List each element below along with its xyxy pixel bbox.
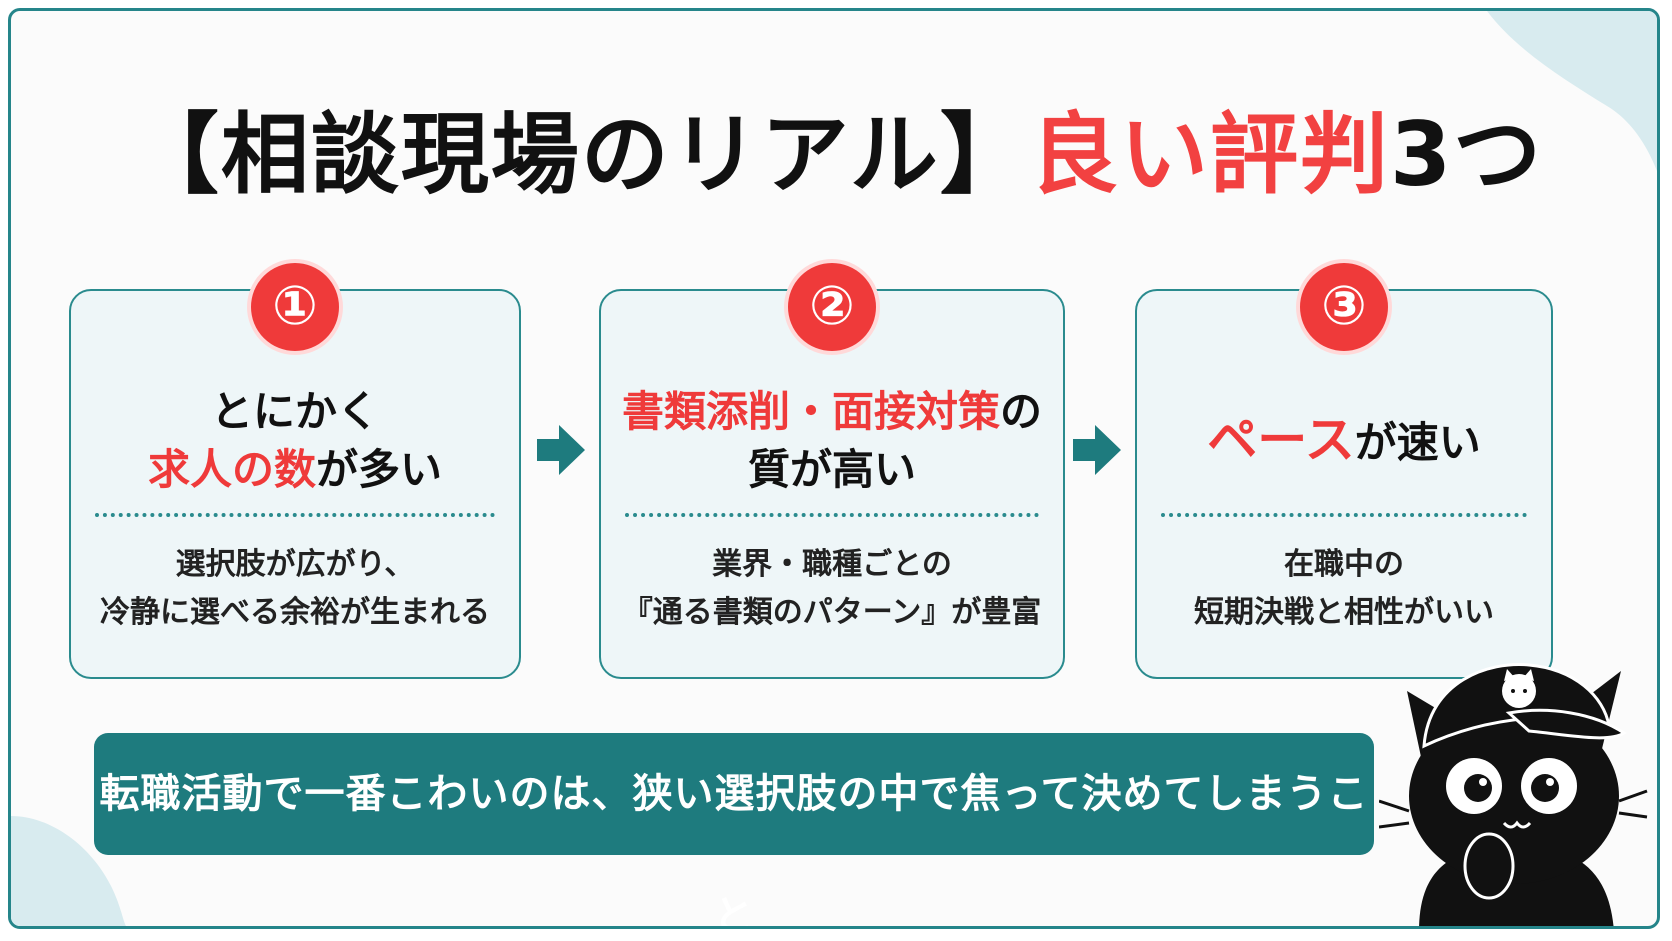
card-1-heading-line1: とにかく (210, 387, 379, 436)
card-2-badge: ② (784, 259, 880, 355)
slide-frame: 【相談現場のリアル】良い評判3つ ① とにかく 求人の数が多い 選択肢が広がり、… (8, 8, 1660, 929)
corner-decoration-bottom-left (11, 816, 126, 926)
arrow-right-icon (1073, 425, 1121, 475)
card-2-divider (625, 513, 1039, 517)
card-2-heading-line2: 質が高い (747, 445, 916, 494)
card-3-heading: ペースが速い (1137, 411, 1551, 472)
card-2: ② 書類添削・面接対策の 質が高い 業界・職種ごとの 『通る書類のパターン』が豊… (599, 259, 1065, 679)
card-1-badge: ① (247, 259, 343, 355)
card-2-description: 業界・職種ごとの 『通る書類のパターン』が豊富 (601, 541, 1063, 637)
title-suffix: 3つ (1389, 103, 1544, 206)
card-3-description: 在職中の 短期決戦と相性がいい (1137, 541, 1551, 637)
card-1-divider (95, 513, 495, 517)
card-3-heading-highlight: ペース (1207, 411, 1355, 469)
card-1-heading: とにかく 求人の数が多い (71, 383, 519, 499)
card-3-description-line1: 在職中の (1284, 547, 1404, 582)
message-banner: 転職活動で一番こわいのは、狭い選択肢の中で焦って決めてしまうこと (94, 733, 1374, 926)
card-1: ① とにかく 求人の数が多い 選択肢が広がり、 冷静に選べる余裕が生まれる (69, 259, 521, 679)
card-3-badge: ③ (1296, 259, 1392, 355)
card-2-heading-highlight: 書類添削・面接対策 (621, 387, 1000, 436)
title-main: 【相談現場のリアル】 (130, 103, 1030, 206)
card-2-heading-line1: 書類添削・面接対策の (601, 383, 1063, 441)
card-1-description: 選択肢が広がり、 冷静に選べる余裕が生まれる (71, 541, 519, 637)
card-2-heading-line1-rest: の (1000, 387, 1043, 436)
card-1-description-line1: 選択肢が広がり、 (175, 547, 415, 582)
card-3-heading-line1: ペースが速い (1137, 411, 1551, 472)
arrow-right-icon (537, 425, 585, 475)
card-1-heading-rest: が多い (316, 445, 443, 494)
title-highlight: 良い評判 (1029, 103, 1390, 206)
page-title: 【相談現場のリアル】良い評判3つ (11, 111, 1657, 199)
corner-decoration-top-right (1487, 11, 1657, 171)
card-2-description-line1: 業界・職種ごとの (712, 547, 952, 582)
card-2-heading: 書類添削・面接対策の 質が高い (601, 383, 1063, 499)
card-1-description-line2: 冷静に選べる余裕が生まれる (100, 595, 490, 630)
card-3-heading-rest: が速い (1354, 418, 1481, 467)
card-1-heading-line2: 求人の数が多い (71, 441, 519, 499)
cat-mascot-icon (1379, 663, 1648, 926)
card-3-description-line2: 短期決戦と相性がいい (1194, 595, 1494, 630)
card-1-heading-highlight: 求人の数 (147, 445, 316, 494)
card-2-description-line2: 『通る書類のパターン』が豊富 (622, 595, 1042, 630)
card-3: ③ ペースが速い 在職中の 短期決戦と相性がいい (1135, 259, 1553, 679)
card-3-divider (1161, 513, 1527, 517)
